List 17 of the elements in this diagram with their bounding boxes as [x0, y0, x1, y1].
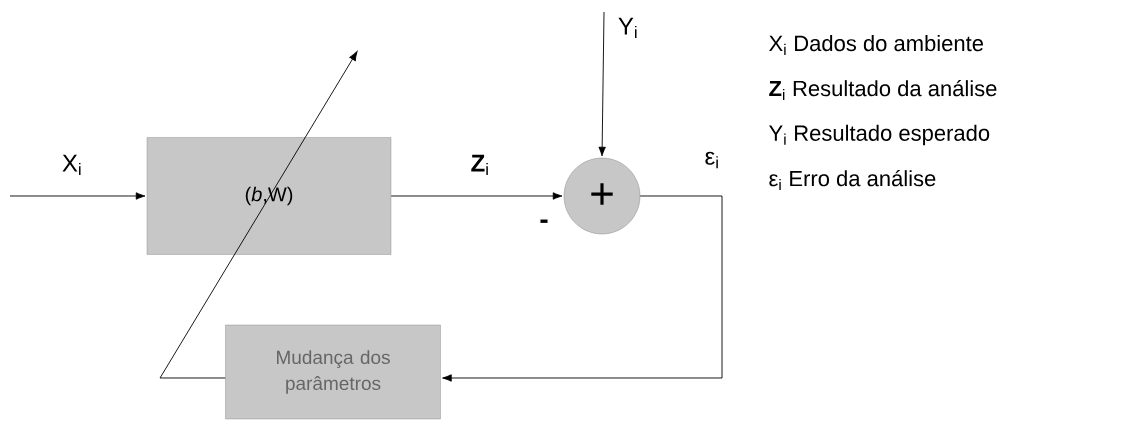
arrow [9, 192, 146, 200]
process-box: Mudança dos parâmetros [225, 324, 441, 420]
edge-label: Z$_{i}$ [471, 154, 488, 176]
legend-entry: ε$_{i}$ Erro da análise [769, 169, 936, 191]
summing-junction: + [563, 157, 641, 235]
arrow [442, 195, 723, 382]
legend-entry: Z$_{i}$ Resultado da análise [769, 79, 997, 101]
legend-entry: X$_{i}$ Dados do ambiente [769, 35, 983, 55]
arrow [159, 51, 358, 379]
edge-label: Y$_{i}$ [618, 17, 637, 39]
edge-label: X$_{i}$ [62, 154, 81, 176]
arrow [390, 192, 563, 200]
edge-label: ε$_{i}$ [705, 151, 718, 169]
legend-entry: Y$_{i}$ Resultado esperado [769, 124, 990, 146]
process-box: (b,W) [146, 137, 392, 255]
sign-label: - [540, 219, 548, 223]
arrow [598, 11, 606, 157]
